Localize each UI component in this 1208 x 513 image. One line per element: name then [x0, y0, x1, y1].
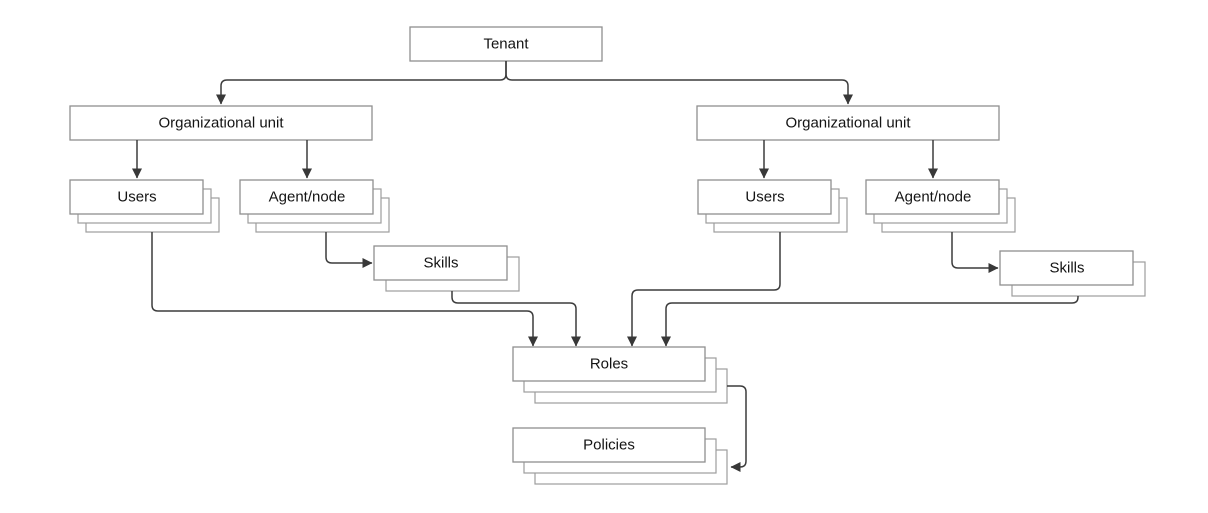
agent-left-label: Agent/node [269, 189, 346, 206]
node-skills-left: Skills [373, 245, 520, 292]
node-users-right: Users [697, 179, 848, 233]
ou-left-box [69, 105, 373, 141]
node-roles: Roles [512, 346, 728, 404]
roles-box [512, 346, 706, 382]
edge-agent-left-to-skills-left [325, 232, 373, 268]
agent-right-label: Agent/node [895, 189, 972, 206]
skills-right-label: Skills [1049, 260, 1084, 277]
edge-skills-right-to-roles [661, 296, 1079, 347]
node-organizational-unit-left: Organizational unit [69, 105, 373, 141]
policies-box [512, 427, 706, 463]
edge-users-right-to-roles [627, 232, 781, 347]
node-tenant: Tenant [409, 26, 603, 62]
node-policies: Policies [512, 427, 728, 485]
agent-left-box [239, 179, 374, 215]
policies-label: Policies [583, 437, 635, 454]
users-right-box [697, 179, 832, 215]
tenant-label: Tenant [483, 36, 529, 53]
skills-left-label: Skills [423, 255, 458, 272]
node-agent-node-right: Agent/node [865, 179, 1016, 233]
edge-roles-to-policies [727, 385, 747, 472]
node-agent-node-left: Agent/node [239, 179, 390, 233]
ou-right-label: Organizational unit [785, 115, 911, 132]
edge-tenant-to-ou-left [216, 61, 507, 105]
node-skills-right: Skills [999, 250, 1146, 297]
agent-right-box [865, 179, 1000, 215]
users-right-label: Users [745, 189, 784, 206]
edge-skills-left-to-roles [451, 291, 581, 347]
ou-right-box [696, 105, 1000, 141]
edge-users-left-to-roles [151, 232, 538, 347]
users-left-box [69, 179, 204, 215]
edge-agent-right-to-skills-right [951, 232, 999, 273]
skills-right-box [999, 250, 1134, 286]
roles-label: Roles [590, 356, 628, 373]
users-left-label: Users [117, 189, 156, 206]
skills-left-box [373, 245, 508, 281]
tenant-box [409, 26, 603, 62]
node-users-left: Users [69, 179, 220, 233]
edge-tenant-to-ou-right [505, 61, 853, 105]
ou-left-label: Organizational unit [158, 115, 284, 132]
node-organizational-unit-right: Organizational unit [696, 105, 1000, 141]
